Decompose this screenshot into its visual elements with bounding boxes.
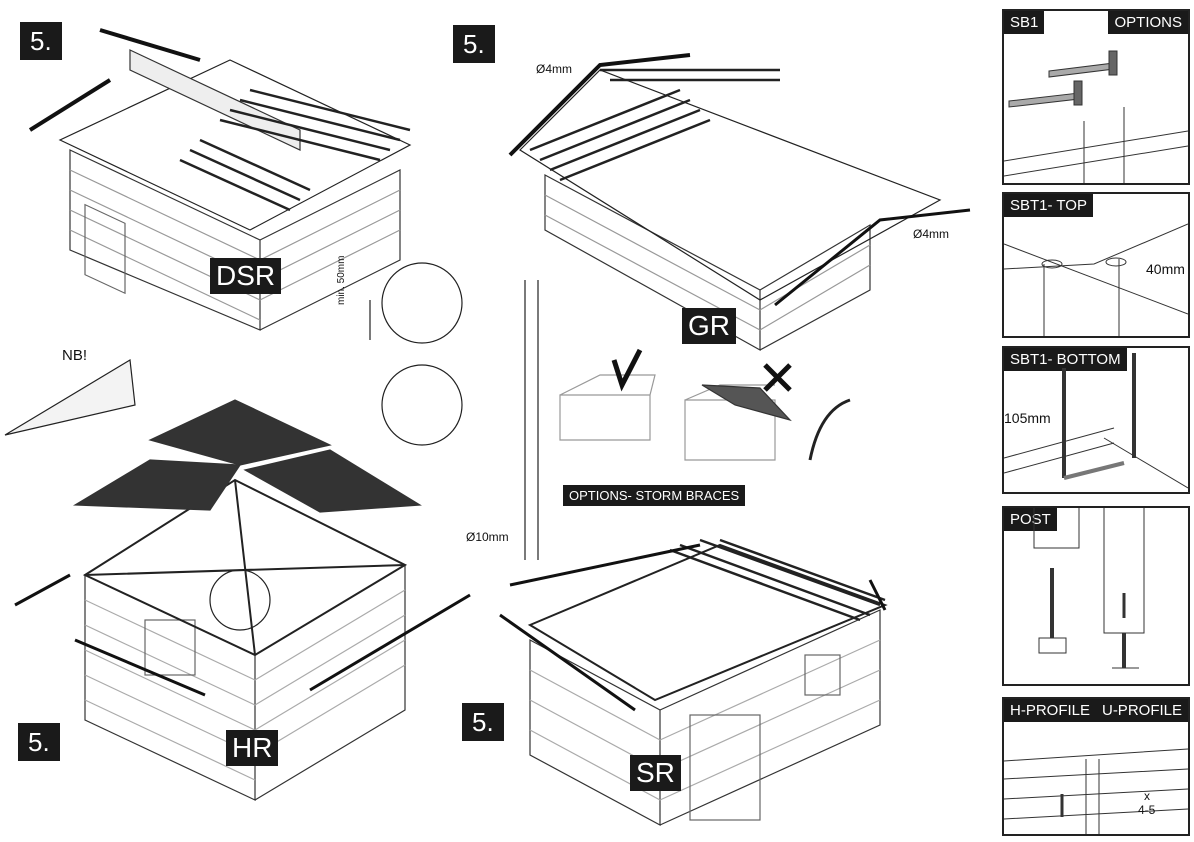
screw-count-x: x	[1144, 789, 1150, 803]
step-number-gr: 5.	[453, 25, 495, 63]
model-label-sr: SR	[630, 755, 681, 791]
model-label-hr: HR	[226, 730, 279, 766]
storm-brace-detail	[369, 262, 851, 560]
step-number-hr: 5.	[18, 723, 60, 761]
panel-sb1: SB1 OPTIONS	[1002, 9, 1190, 185]
panel-h-profile-title: H-PROFILE	[1004, 699, 1097, 722]
gr-house-drawing	[508, 53, 971, 352]
drill-size-gr-side: Ø4mm	[913, 227, 949, 241]
step-number-sr: 5.	[462, 703, 504, 741]
screw-count: 4-5	[1138, 803, 1156, 817]
hr-house-drawing	[14, 399, 471, 801]
panel-post: POST	[1002, 506, 1190, 686]
panel-profiles: H-PROFILE U-PROFILE x 4-5	[1002, 697, 1190, 836]
drill-size-post: Ø10mm	[466, 530, 509, 544]
panel-sbt1-bottom-title: SBT1- BOTTOM	[1004, 348, 1127, 371]
model-label-dsr: DSR	[210, 258, 282, 294]
min-depth-note: min. 50mm	[336, 255, 347, 305]
step-number-dsr: 5.	[20, 22, 62, 60]
profile-drawing	[1004, 748, 1188, 834]
panel-sbt1-bottom: SBT1- BOTTOM 105mm	[1002, 346, 1190, 494]
panel-sbt1-top: SBT1- TOP 40mm	[1002, 192, 1190, 338]
panel-post-title: POST	[1004, 508, 1057, 531]
assembly-drawings	[4, 28, 971, 827]
hammer-posts-drawing	[1004, 50, 1188, 183]
drill-size-gr-top: Ø4mm	[536, 62, 572, 76]
sr-house-drawing	[499, 538, 888, 827]
sbt1-top-dimension: 40mm	[1146, 261, 1185, 277]
storm-braces-label: OPTIONS- STORM BRACES	[563, 485, 746, 506]
dsr-house-drawing	[28, 28, 412, 331]
panel-sb1-options: OPTIONS	[1108, 11, 1188, 34]
roof-panel-detail	[4, 359, 136, 436]
panel-u-profile-title: U-PROFILE	[1095, 699, 1188, 722]
sbt1-top-drawing	[1004, 223, 1188, 336]
nb-note: NB!	[62, 347, 88, 364]
sbt1-bottom-drawing	[1004, 353, 1188, 489]
model-label-gr: GR	[682, 308, 736, 344]
sbt1-bottom-dimension: 105mm	[1004, 410, 1051, 426]
post-drawing	[1033, 508, 1145, 669]
panel-sbt1-top-title: SBT1- TOP	[1004, 194, 1093, 217]
panel-sb1-title: SB1	[1004, 11, 1045, 34]
